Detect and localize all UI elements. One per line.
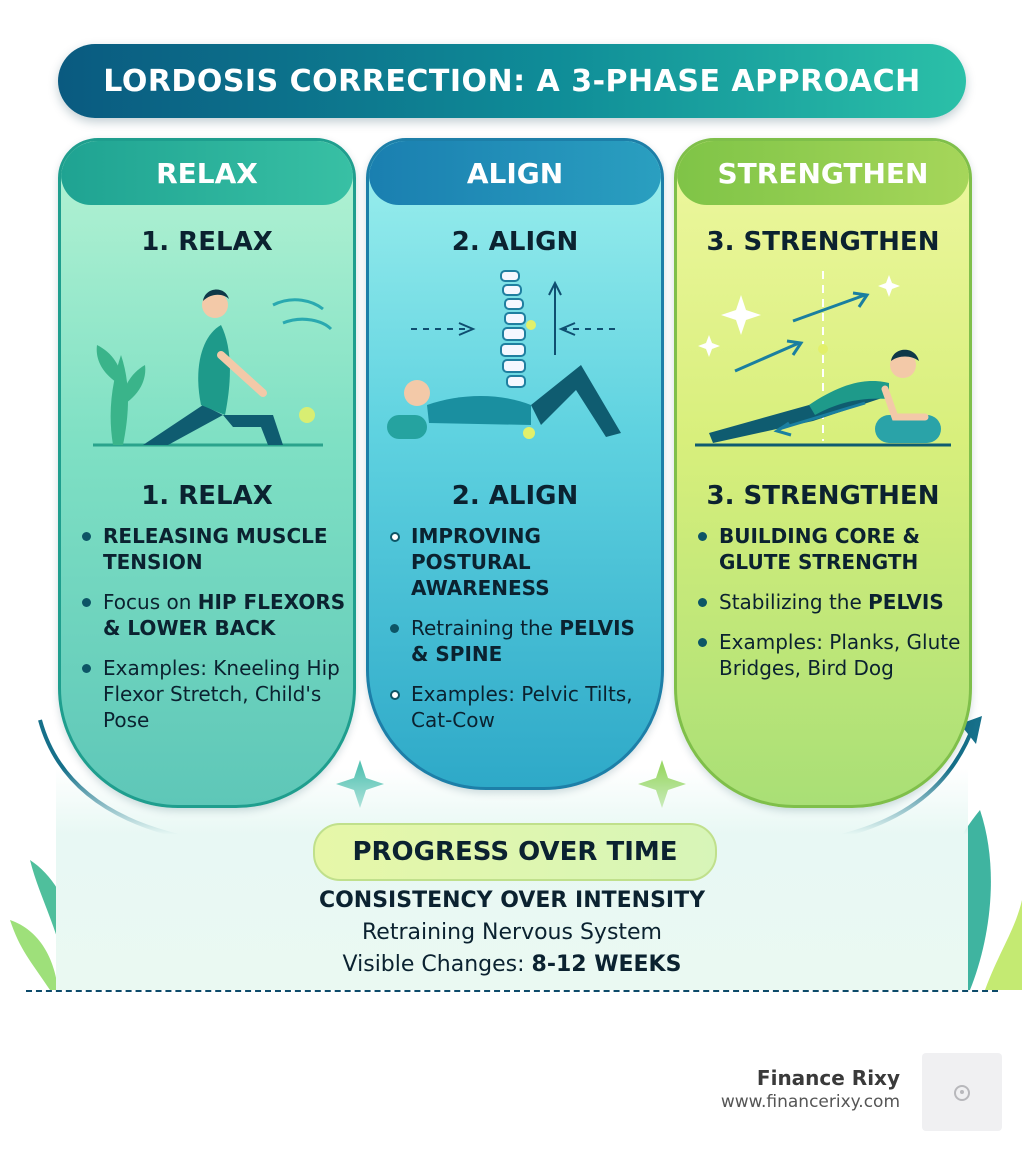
phase-card-strengthen: STRENGTHEN 3. STRENGTHEN 3. STRENGTHEN B… <box>674 138 972 808</box>
progress-label: PROGRESS OVER TIME <box>313 823 717 881</box>
kneeling-stretch-icon <box>93 289 333 447</box>
bullet-list: RELEASING MUSCLE TENSION Focus on HIP FL… <box>79 523 347 747</box>
list-item: Examples: Planks, Glute Bridges, Bird Do… <box>695 629 963 681</box>
list-item: RELEASING MUSCLE TENSION <box>79 523 347 575</box>
logo-icon <box>954 1085 970 1101</box>
title-banner: LORDOSIS CORRECTION: A 3-PHASE APPROACH <box>58 44 966 118</box>
list-item: BUILDING CORE & GLUTE STRENGTH <box>695 523 963 575</box>
consistency-text: CONSISTENCY OVER INTENSITY <box>318 888 706 913</box>
phase-title-top: 3. STRENGTHEN <box>706 227 940 257</box>
brand-url[interactable]: www.financerixy.com <box>720 1092 900 1112</box>
phase-title-top: 2. ALIGN <box>451 227 579 257</box>
divider <box>26 990 998 992</box>
list-item: Stabilizing the PELVIS <box>695 589 963 615</box>
nervous-system-text: Retraining Nervous System <box>361 920 662 945</box>
phase-card-relax: RELAX 1. RELAX 1. RELAX RELEASING MUSCLE… <box>58 138 356 808</box>
visible-changes-text: Visible Changes: 8-12 WEEKS <box>342 952 682 977</box>
spine-alignment-icon <box>387 270 621 439</box>
phase-header-relax: RELAX <box>61 141 353 205</box>
brand-name: Finance Rixy <box>756 1066 900 1090</box>
list-item: Examples: Pelvic Tilts, Cat-Cow <box>387 681 655 733</box>
phase-title-mid: 1. RELAX <box>141 481 273 511</box>
brand-logo <box>922 1053 1002 1131</box>
list-item: Retraining the PELVIS & SPINE <box>387 615 655 667</box>
bullet-list: IMPROVING POSTURAL AWARENESS Retraining … <box>387 523 655 747</box>
list-item: Focus on HIP FLEXORS & LOWER BACK <box>79 589 347 641</box>
phase-title-top: 1. RELAX <box>141 227 273 257</box>
bullet-list: BUILDING CORE & GLUTE STRENGTH Stabilizi… <box>695 523 963 695</box>
phase-title-mid: 3. STRENGTHEN <box>706 481 940 511</box>
list-item: IMPROVING POSTURAL AWARENESS <box>387 523 655 601</box>
plank-icon <box>695 271 951 447</box>
phase-card-align: ALIGN 2. ALIGN 2. ALIGN IMPROVING P <box>366 138 664 790</box>
phase-header-strengthen: STRENGTHEN <box>677 141 969 205</box>
phase-header-align: ALIGN <box>369 141 661 205</box>
page-title: LORDOSIS CORRECTION: A 3-PHASE APPROACH <box>103 63 921 99</box>
phase-title-mid: 2. ALIGN <box>451 481 579 511</box>
list-item: Examples: Kneeling Hip Flexor Stretch, C… <box>79 655 347 733</box>
